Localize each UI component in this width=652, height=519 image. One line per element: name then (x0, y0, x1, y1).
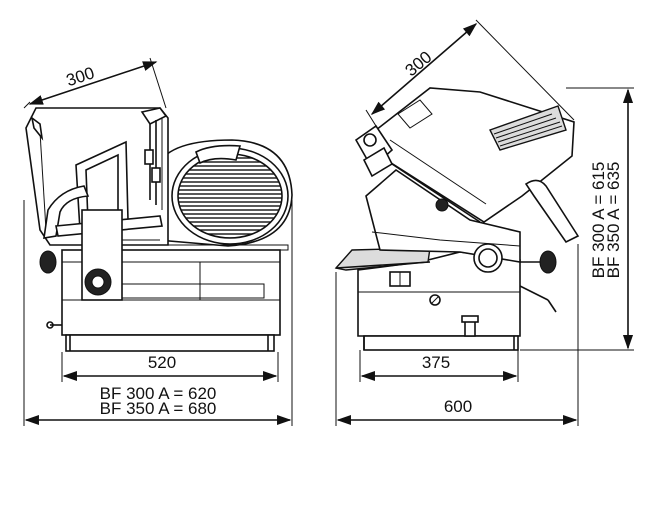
front-depth-dimension: 300 (23, 57, 167, 109)
side-base-width-label: 375 (422, 353, 450, 372)
front-base-width-dimension: 520 (61, 352, 279, 382)
front-blade-assembly (157, 139, 293, 251)
side-tray (334, 247, 431, 271)
front-knob (39, 250, 112, 296)
side-blade-ribs (493, 113, 563, 147)
side-base-width-dimension: 375 (359, 350, 519, 382)
front-depth-label: 300 (64, 63, 97, 90)
front-carriage (25, 107, 169, 301)
front-total-width-label-2: BF 350 A = 680 (100, 399, 217, 418)
side-height-label-1: BF 300 A = 615 (589, 162, 608, 279)
side-depth-label: 300 (401, 47, 435, 80)
front-view: 300 520 BF 300 A = 620 BF 350 A = 680 (23, 57, 293, 426)
side-base (357, 251, 557, 351)
front-base-width-label: 520 (148, 353, 176, 372)
side-height-label-2: BF 350 A = 635 (604, 162, 623, 279)
side-view: 300 375 600 BF 300 A = 615 BF 350 A = 63… (334, 19, 634, 426)
side-blade-head (354, 87, 580, 244)
front-total-width-dimension: BF 300 A = 620 BF 350 A = 680 (23, 200, 293, 426)
side-height-dimension: BF 300 A = 615 BF 350 A = 635 (520, 87, 634, 351)
side-total-width-dimension: 600 (335, 244, 579, 426)
front-total-width-label-1: BF 300 A = 620 (100, 384, 217, 403)
side-knob (520, 250, 557, 274)
side-column (365, 168, 521, 273)
side-total-width-label: 600 (444, 397, 472, 416)
